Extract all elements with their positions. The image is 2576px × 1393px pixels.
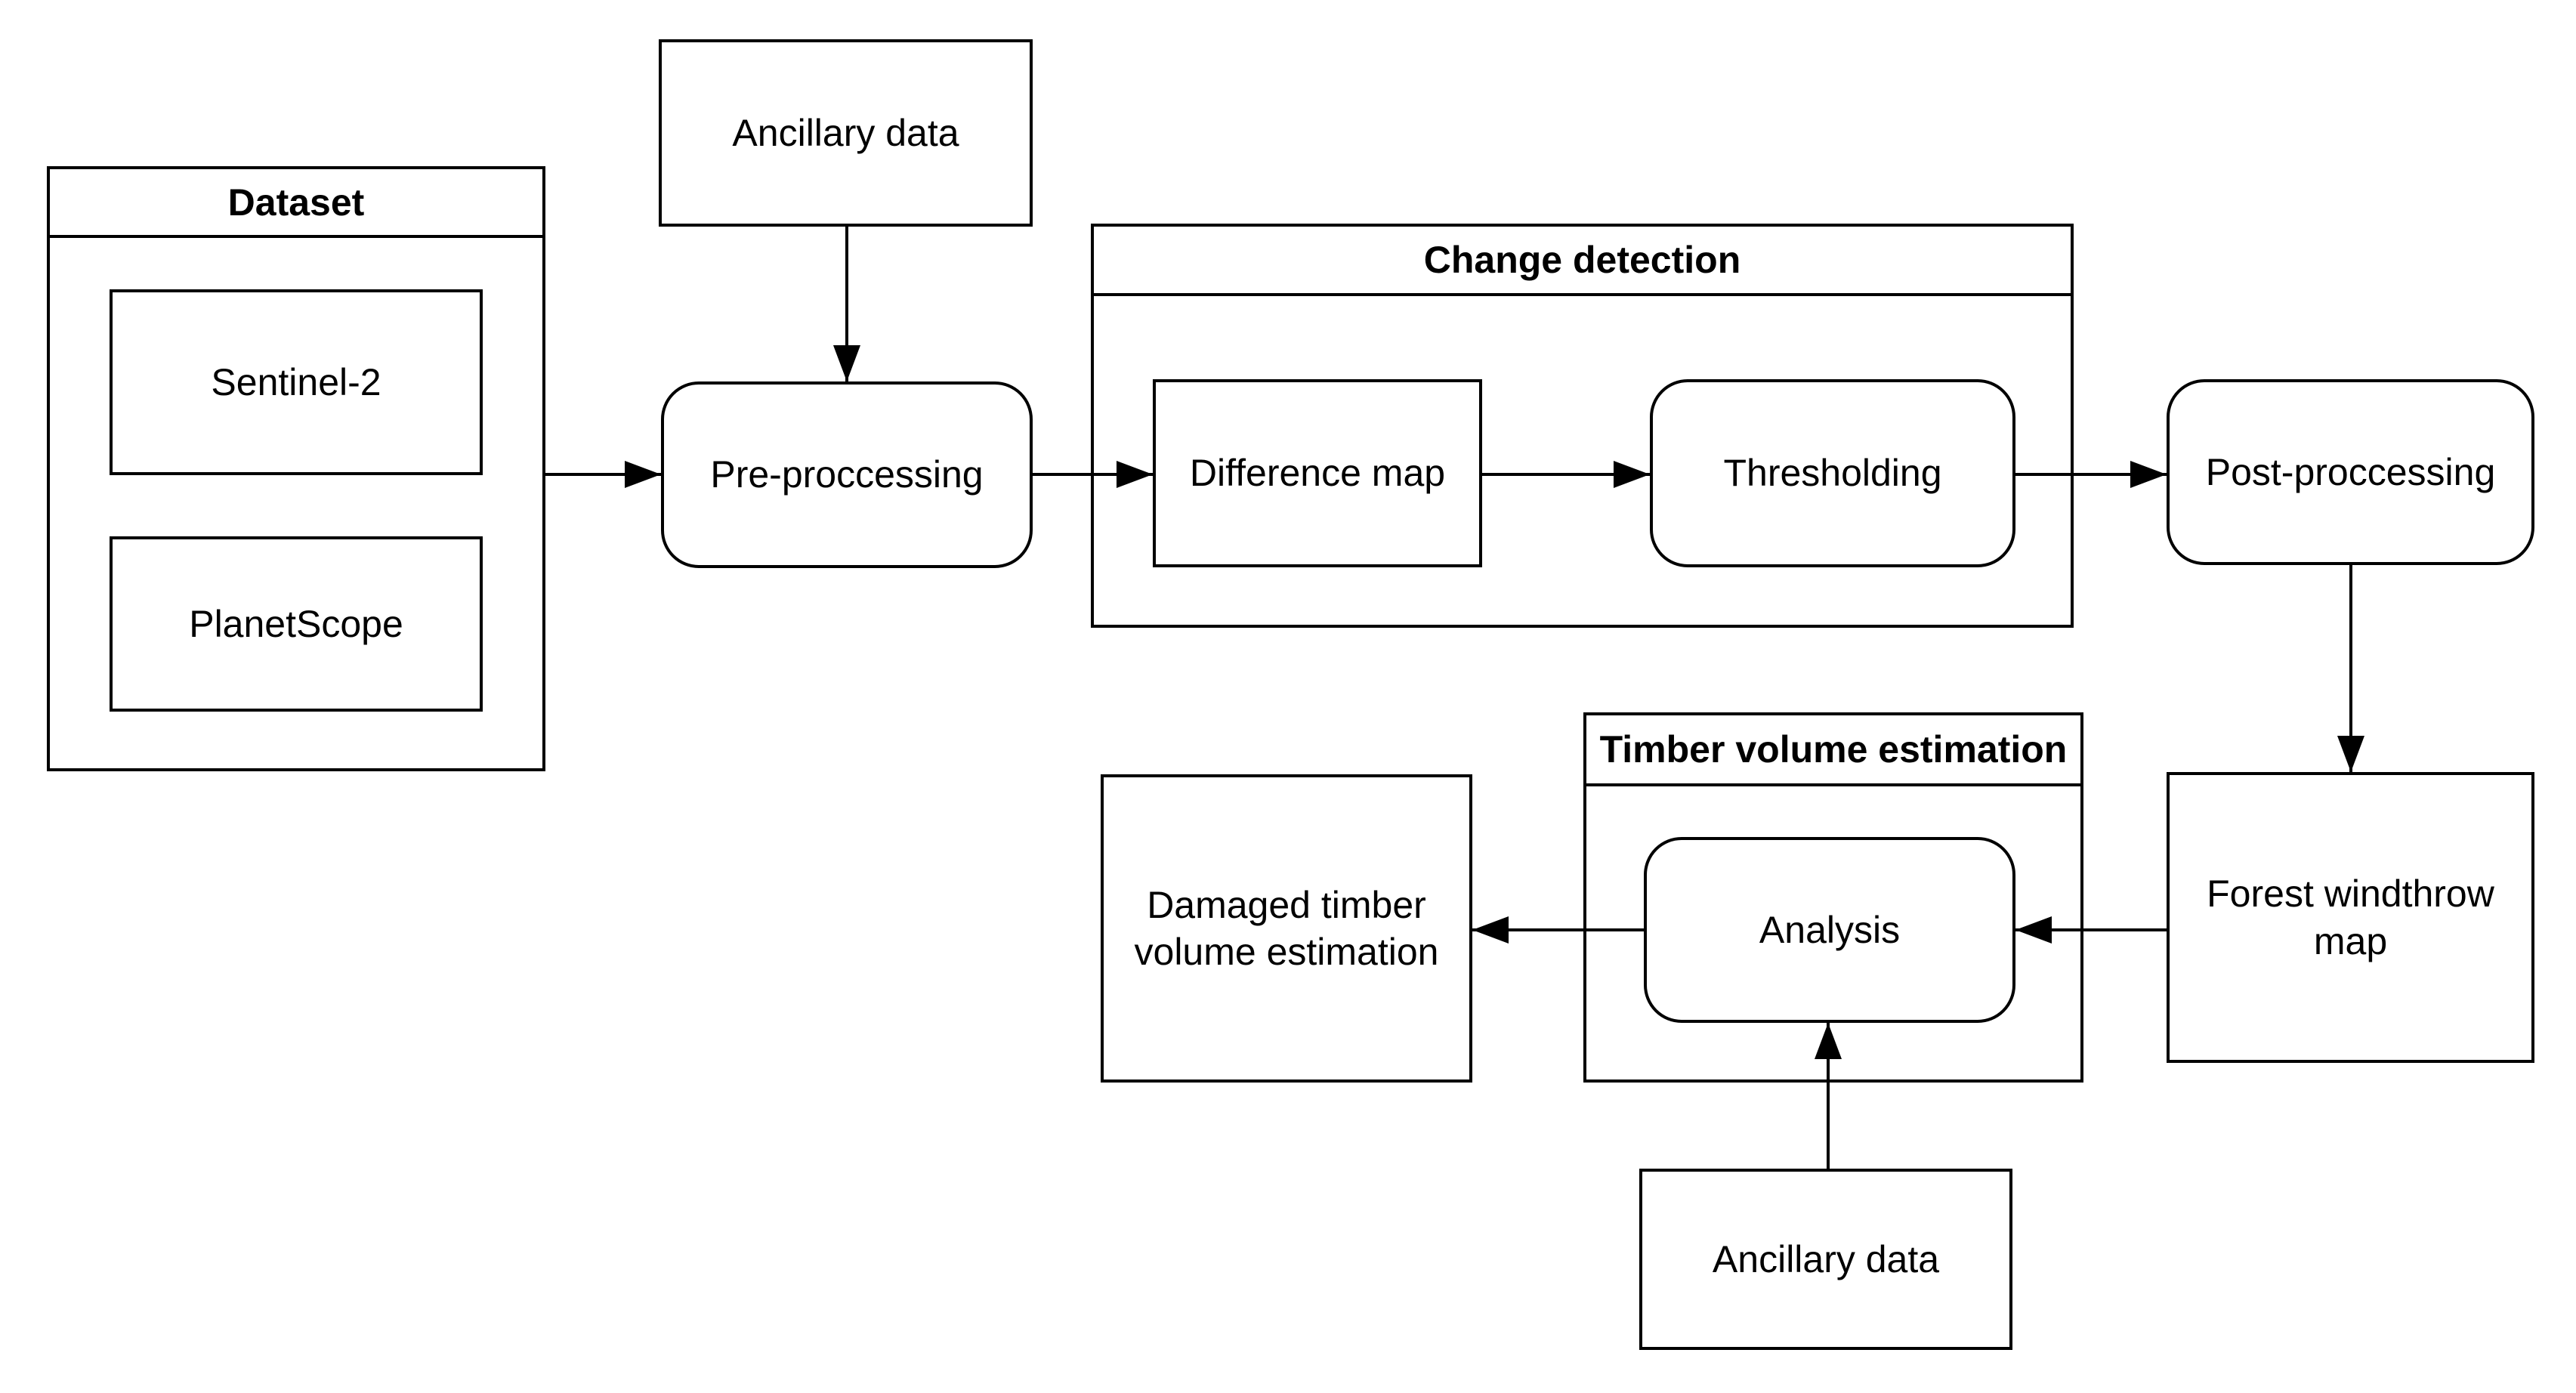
node-forest-windthrow-map: Forest windthrow map — [2167, 772, 2534, 1063]
group-change-detection-title: Change detection — [1094, 227, 2071, 296]
node-post-processing: Post-proccessing — [2167, 379, 2534, 565]
node-ancillary-data-bottom: Ancillary data — [1639, 1169, 2012, 1350]
node-pre-processing: Pre-proccessing — [661, 381, 1033, 568]
node-analysis: Analysis — [1644, 837, 2015, 1023]
node-difference-map: Difference map — [1153, 379, 1482, 567]
group-change-detection: Change detection — [1091, 224, 2074, 628]
group-timber-volume-estimation-title: Timber volume estimation — [1586, 715, 2080, 786]
node-damaged-timber-volume-estimation: Damaged timber volume estimation — [1101, 774, 1472, 1083]
group-timber-volume-estimation: Timber volume estimation — [1583, 712, 2083, 1083]
node-planetscope: PlanetScope — [110, 536, 483, 712]
node-sentinel-2: Sentinel-2 — [110, 289, 483, 475]
group-dataset-title: Dataset — [50, 169, 542, 238]
node-ancillary-data-top: Ancillary data — [659, 39, 1033, 227]
node-thresholding: Thresholding — [1650, 379, 2015, 567]
group-dataset: Dataset — [47, 166, 545, 771]
